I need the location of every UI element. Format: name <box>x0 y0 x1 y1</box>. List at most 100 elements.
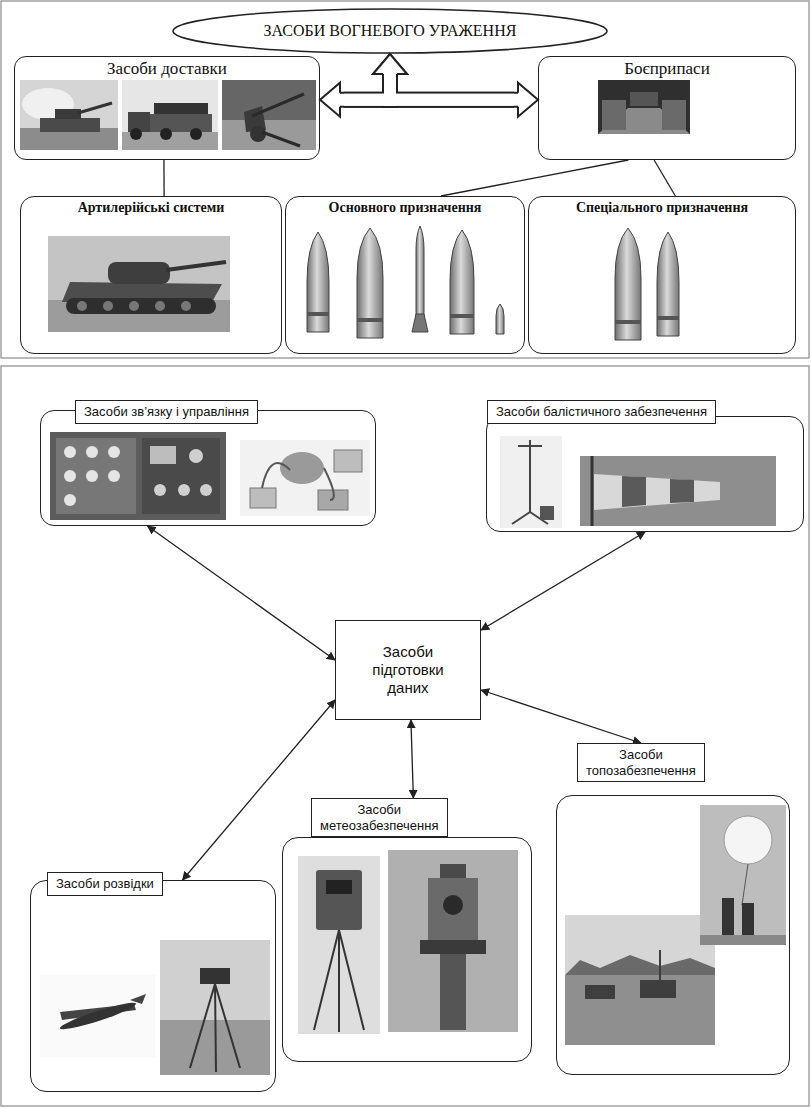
ammo-stack <box>662 100 686 130</box>
dial <box>108 446 120 458</box>
block-arrow-head <box>320 83 340 117</box>
tripod-leg <box>190 984 215 1068</box>
vehicle <box>585 985 615 999</box>
tripod-leg <box>339 930 364 1030</box>
connector-arrow <box>481 532 645 630</box>
observation-device <box>200 968 230 984</box>
equipment-photo <box>240 440 370 516</box>
photo-ground <box>700 935 786 945</box>
dial <box>108 470 120 482</box>
dial <box>189 449 203 463</box>
panel-plate <box>56 438 136 514</box>
dial <box>64 494 76 506</box>
windsock-stripe <box>622 476 646 507</box>
tree-line <box>565 955 715 975</box>
ellipse-outline <box>173 9 607 53</box>
block-arrow-shaft <box>390 74 514 100</box>
theodolite-photo <box>388 850 518 1032</box>
dial <box>200 484 212 496</box>
block-arrow-head <box>518 83 538 117</box>
driving-band <box>307 312 329 316</box>
windsock-photo <box>580 456 776 526</box>
mast-sensor <box>518 445 542 447</box>
tripod-leg <box>215 984 216 1072</box>
soldier <box>722 898 734 938</box>
equipment-box <box>334 450 362 472</box>
group-heading: Засоби топозабезпечення <box>577 743 705 782</box>
projectile <box>357 228 383 338</box>
driving-band <box>450 314 474 318</box>
forest <box>222 80 316 120</box>
dial <box>64 446 76 458</box>
theodolite-top <box>440 864 466 880</box>
dial <box>86 470 98 482</box>
dial <box>178 484 190 496</box>
category-box: Засоби доставки <box>14 56 320 160</box>
block-arrow-shaft <box>390 74 514 100</box>
dial <box>64 470 76 482</box>
dial <box>86 446 98 458</box>
means-group-box: Засоби розвідки <box>30 880 276 1092</box>
subcategory-box: Артилерійські системи <box>20 196 282 354</box>
tank-track <box>66 298 216 314</box>
node-label: ЗАСОБИ ВОГНЕВОГО УРАЖЕННЯ <box>264 21 517 40</box>
node-label: Основного призначення <box>329 200 482 217</box>
tripod-leg <box>314 930 339 1030</box>
theodolite-eyepiece <box>443 895 463 915</box>
road-wheel <box>181 301 191 311</box>
sensor-box <box>540 506 554 520</box>
projectile <box>307 232 329 332</box>
ammo-stack <box>602 100 626 130</box>
means-group-box: Засоби зв’язку і управління <box>40 410 376 526</box>
projectile-fins <box>412 314 428 332</box>
connector-arrow <box>411 720 413 798</box>
connector-arrow <box>148 526 335 660</box>
connector-arrow <box>441 160 628 196</box>
road-wheel <box>129 301 139 311</box>
block-arrow-fill <box>340 74 518 100</box>
gun-trail <box>262 132 300 146</box>
vehicle-turret <box>55 109 81 119</box>
projectile <box>416 226 424 318</box>
node-label: Засоби підготовки даних <box>372 643 443 697</box>
panel-screen <box>150 446 176 464</box>
means-group-box: Засоби балістичного забезпечення <box>486 416 804 532</box>
tripod-leg <box>338 930 340 1032</box>
theodolite-base <box>420 940 486 954</box>
sp-gun-turret <box>108 262 170 284</box>
warehouse-photo <box>598 80 690 134</box>
theodolite-body <box>428 878 478 940</box>
drone-tail <box>130 994 146 1004</box>
gun-barrel <box>166 262 226 270</box>
means-group-box: Засоби метеозабезпечення <box>282 837 532 1062</box>
driving-band <box>615 320 641 324</box>
soldier <box>742 903 754 938</box>
drone-fuselage <box>58 999 137 1033</box>
tripod-leg <box>215 984 240 1068</box>
central-process-box: Засоби підготовки даних <box>335 620 481 720</box>
driving-band <box>657 316 679 320</box>
block-arrow-shaft <box>344 74 390 100</box>
projectile <box>450 230 474 334</box>
antenna <box>659 950 661 980</box>
wheel <box>160 128 172 140</box>
meteo-device <box>316 870 362 930</box>
mast-photo <box>500 436 562 528</box>
gun-barrel <box>252 94 304 116</box>
photo-ground <box>565 975 715 1045</box>
photo-bg <box>222 80 316 150</box>
field-photo <box>565 915 715 975</box>
connector-arrow <box>481 690 641 743</box>
target-ellipse: ЗАСОБИ ВОГНЕВОГО УРАЖЕННЯ <box>172 8 608 54</box>
block-arrow-heads <box>320 54 538 117</box>
node-label: Боєприпаси <box>624 59 710 79</box>
photo-bg <box>48 236 230 332</box>
rocket-launcher <box>154 103 208 114</box>
connector-arrow <box>654 160 675 196</box>
wheel <box>190 128 202 140</box>
balloon-photo <box>700 805 786 945</box>
group-heading: Засоби балістичного забезпечення <box>487 400 716 424</box>
panel-frame <box>1 366 809 1106</box>
panel-frame <box>1 1 809 358</box>
